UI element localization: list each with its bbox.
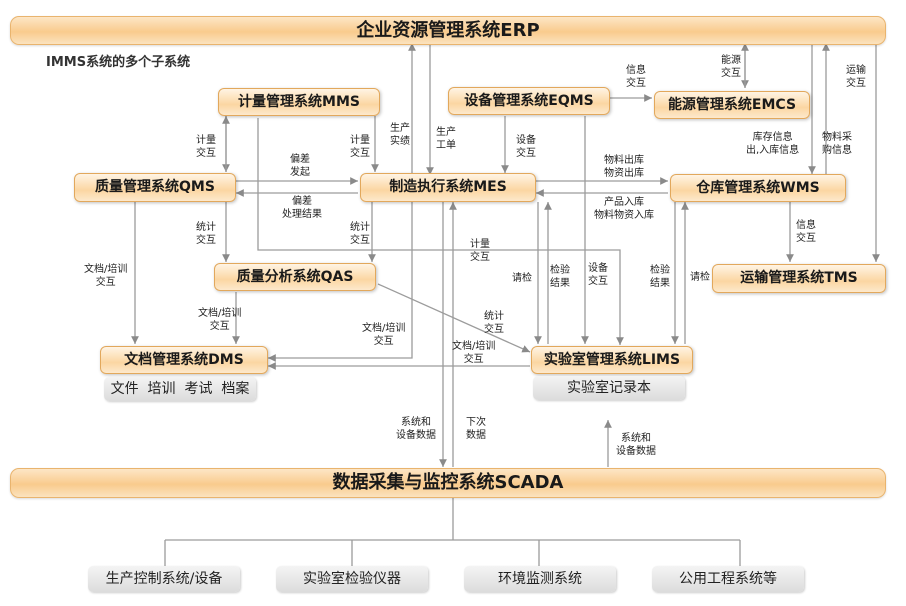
label-qms-qas-stat: 统计 交互 [196, 222, 216, 246]
label-sys-dev-data: 系统和 设备数据 [396, 417, 436, 441]
tms-box: 运输管理系统TMS [712, 264, 886, 293]
label-eq-mes: 设备 交互 [516, 135, 536, 159]
label-wms-inspect-result: 检验 结果 [650, 265, 670, 289]
qms-box: 质量管理系统QMS [74, 173, 236, 202]
erp-bar: 企业资源管理系统ERP [10, 16, 886, 45]
dms-box: 文档管理系统DMS [100, 346, 268, 374]
label-next-data: 下次 数据 [466, 417, 486, 441]
label-metrology-lims: 计量 交互 [470, 239, 490, 263]
label-inspect-req: 请检 [512, 273, 532, 284]
wms-box: 仓库管理系统WMS [670, 174, 846, 202]
label-doc-qas-dms: 文档/培训 交互 [198, 308, 242, 332]
label-lims-sys-dev-data: 系统和 设备数据 [616, 433, 656, 457]
label-prod-order: 生产 工单 [436, 127, 456, 151]
label-material-out: 物料出库 物资出库 [604, 155, 644, 179]
label-stock-info: 库存信息 出,入库信息 [746, 132, 800, 156]
scada-bar: 数据采集与监控系统SCADA [10, 468, 886, 498]
lims-notebook: 实验室记录本 [533, 376, 685, 400]
label-eq-lims: 设备 交互 [588, 263, 608, 287]
label-wms-tms: 信息 交互 [796, 220, 816, 244]
device-environment-monitor: 环境监测系统 [464, 566, 616, 592]
label-stat-qas-lims: 统计 交互 [484, 311, 504, 335]
mes-box: 制造执行系统MES [360, 173, 536, 202]
label-mes-qas-stat: 统计 交互 [350, 222, 370, 246]
emcs-box: 能源管理系统EMCS [654, 91, 810, 119]
eqms-box: 设备管理系统EQMS [448, 87, 610, 115]
qas-box: 质量分析系统QAS [214, 263, 376, 291]
label-deviation-report: 偏差 发起 [290, 154, 310, 178]
label-mms-qms: 计量 交互 [196, 135, 216, 159]
label-doc-lims-dms: 文档/培训 交互 [452, 341, 496, 365]
device-production-control: 生产控制系统/设备 [88, 566, 240, 592]
label-energy: 能源 交互 [721, 55, 741, 79]
label-info-eq-emcs: 信息 交互 [626, 65, 646, 89]
dms-tags: 文件 培训 考试 档案 [104, 377, 256, 401]
label-mms-mes: 计量 交互 [350, 135, 370, 159]
diagram-subtitle: IMMS系统的多个子系统 [46, 55, 191, 70]
label-deviation-result: 偏差 处理结果 [282, 196, 322, 220]
lims-box: 实验室管理系统LIMS [531, 346, 693, 374]
device-utilities: 公用工程系统等 [652, 566, 804, 592]
label-product-in: 产品入库 物料物资入库 [594, 197, 654, 221]
mms-box: 计量管理系统MMS [218, 88, 380, 116]
label-prod-report: 生产 实绩 [390, 123, 410, 147]
label-doc-qms-dms: 文档/培训 交互 [84, 264, 128, 288]
label-wms-inspect-req: 请检 [690, 272, 710, 283]
label-purchase: 物料采 购信息 [822, 132, 852, 156]
device-lab-instruments: 实验室检验仪器 [276, 566, 428, 592]
label-inspect-result: 检验 结果 [550, 265, 570, 289]
label-transport: 运输 交互 [846, 65, 866, 89]
label-doc-mes-dms: 文档/培训 交互 [362, 323, 406, 347]
